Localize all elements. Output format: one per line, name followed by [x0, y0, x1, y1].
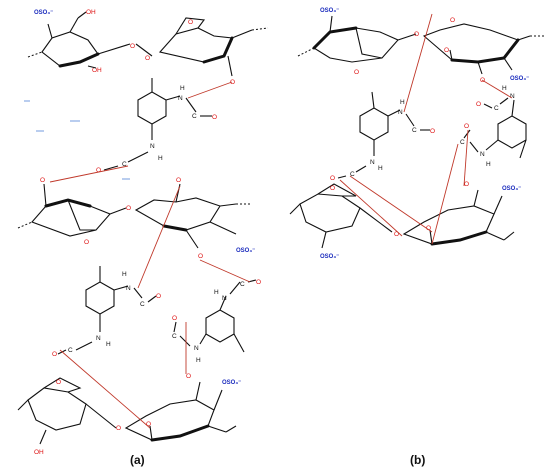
carbonyl-carbon: C	[494, 105, 499, 112]
sulfate-group: OSO₃⁻	[222, 380, 241, 386]
amide-nitrogen: N	[398, 109, 403, 116]
ether-oxygen: O	[40, 177, 45, 184]
ether-oxygen: O	[186, 373, 191, 380]
top-sugar-chain-b: OSO₃⁻ O O O OSO₃⁻ O O	[297, 8, 546, 84]
glycosidic-oxygen: O	[130, 43, 135, 50]
carbonyl-oxygen: O	[430, 128, 435, 135]
carbonyl-carbon: C	[68, 347, 73, 354]
amide-nitrogen: N	[480, 151, 485, 158]
glycosidic-oxygen: O	[116, 425, 121, 432]
amide-nitrogen: N	[194, 345, 199, 352]
bridge-oxygen: O	[146, 421, 151, 428]
bottom-sugar-chain-b: O OSO₃⁻ O O OSO₃⁻ O	[289, 181, 521, 260]
ether-oxygen: O	[230, 79, 235, 86]
amide-nitrogen: N	[178, 95, 183, 102]
carbonyl-carbon: C	[192, 113, 197, 120]
bridge-oxygen: O	[426, 225, 431, 232]
carbonyl-oxygen: O	[256, 279, 261, 286]
carbonyl-carbon: C	[460, 139, 465, 146]
amide-nitrogen: N	[96, 335, 101, 342]
amide-nitrogen: N	[126, 285, 131, 292]
faint-artifacts-a	[24, 100, 130, 180]
glycosidic-oxygen: O	[394, 231, 399, 238]
glycosidic-oxygen: O	[414, 31, 419, 38]
panel-b: OSO₃⁻ O O O OSO₃⁻ O O N H C O	[289, 8, 546, 467]
amide-hydrogen: H	[196, 357, 201, 364]
carbonyl-oxygen: O	[52, 351, 57, 358]
tdi-linker-top-a: N H C O N H C O	[96, 78, 217, 174]
sulfate-group: OSO₃⁻	[320, 254, 339, 260]
amide-hydrogen: H	[378, 165, 383, 172]
amide-nitrogen: N	[510, 93, 515, 100]
hydroxyl-group: OH	[92, 67, 102, 74]
amide-hydrogen: H	[214, 289, 219, 296]
amide-hydrogen: H	[180, 85, 185, 92]
carbonyl-carbon: C	[350, 171, 355, 178]
panel-a: OSO₃⁻ OH OH O O O O N H C	[17, 9, 269, 467]
tdi-linker-right-b: N H C O N H C O	[460, 85, 527, 168]
panel-label-a: (a)	[130, 453, 145, 467]
amide-nitrogen: N	[222, 295, 227, 302]
amide-nitrogen: N	[150, 143, 155, 150]
amide-hydrogen: H	[122, 271, 127, 278]
carbonyl-carbon: C	[240, 281, 245, 288]
amide-hydrogen: H	[158, 155, 163, 162]
bridge-oxygen: O	[56, 379, 61, 386]
amide-hydrogen: H	[400, 99, 405, 106]
top-sugar-chain-a: OSO₃⁻ OH OH O O O O	[27, 9, 269, 86]
carbonyl-carbon: C	[140, 301, 145, 308]
hydroxyl-group: OH	[86, 9, 96, 16]
carbonyl-carbon: C	[122, 161, 127, 168]
linkage-lines-b	[339, 13, 513, 245]
bridge-oxygen: O	[330, 185, 335, 192]
sulfate-group: OSO₃⁻	[236, 248, 255, 254]
ether-oxygen: O	[464, 181, 469, 188]
carbonyl-oxygen: O	[464, 123, 469, 130]
sulfate-group: OSO₃⁻	[502, 186, 521, 192]
sulfate-group: OSO₃⁻	[510, 76, 529, 82]
carbonyl-oxygen: O	[212, 114, 217, 121]
linkage-lines-a	[49, 81, 251, 429]
carbonyl-oxygen: O	[96, 167, 101, 174]
amide-hydrogen: H	[486, 161, 491, 168]
tdi-linker-lower-right-a: N H C O N H C O	[172, 279, 261, 364]
amide-hydrogen: H	[106, 341, 111, 348]
carbonyl-oxygen: O	[330, 175, 335, 182]
middle-sugar-chain-a: O O O O OSO₃⁻ O	[17, 177, 255, 260]
bridge-oxygen: O	[354, 69, 359, 76]
bottom-sugar-chain-a: O OH O O OSO₃⁻ O	[17, 373, 241, 456]
carbonyl-oxygen: O	[476, 101, 481, 108]
carbonyl-carbon: C	[172, 333, 177, 340]
carbonyl-oxygen: O	[172, 315, 177, 322]
bridge-oxygen: O	[84, 239, 89, 246]
tdi-linker-left-b: N H C O N H C O	[330, 91, 435, 182]
amide-nitrogen: N	[370, 159, 375, 166]
glycosidic-oxygen: O	[145, 55, 150, 62]
hydroxyl-group: OH	[34, 449, 44, 456]
ring-oxygen: O	[450, 17, 455, 24]
bridge-oxygen: O	[444, 47, 449, 54]
carbonyl-oxygen: O	[156, 293, 161, 300]
panel-label-b: (b)	[410, 453, 425, 467]
ether-oxygen: O	[198, 253, 203, 260]
sulfate-group: OSO₃⁻	[320, 8, 339, 14]
ether-oxygen: O	[176, 177, 181, 184]
amide-hydrogen: H	[502, 85, 507, 92]
sulfate-group: OSO₃⁻	[34, 10, 53, 16]
carbonyl-carbon: C	[412, 127, 417, 134]
bridge-oxygen: O	[188, 19, 193, 26]
glycosidic-oxygen: O	[126, 205, 131, 212]
tdi-linker-lower-left-a: N H C O N H C O	[52, 266, 161, 358]
